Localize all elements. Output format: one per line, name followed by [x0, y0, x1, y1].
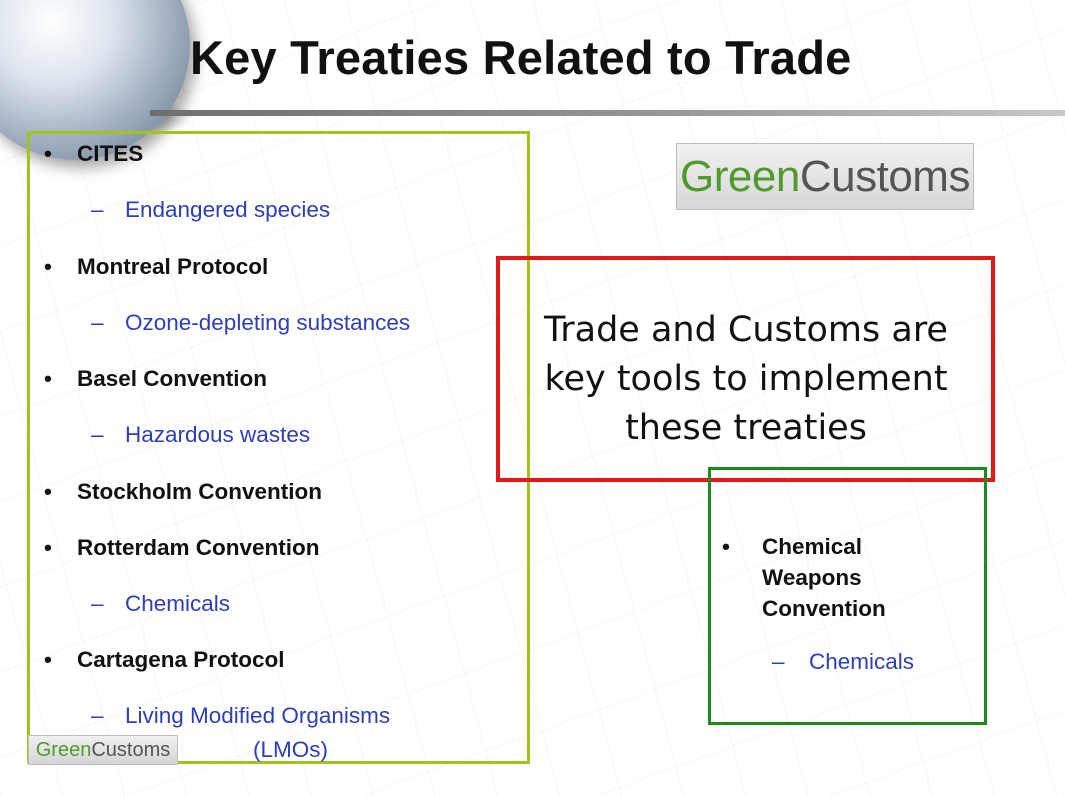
logo-green-text: Green: [680, 151, 800, 201]
treaty-basel-desc: Hazardous wastes: [91, 422, 310, 448]
logo-gray-text: Customs: [799, 151, 971, 201]
treaty-chemical-weapons-desc: Chemicals: [772, 649, 914, 675]
treaty-montreal: Montreal Protocol: [44, 254, 268, 280]
treaty-cites-desc: Endangered species: [91, 197, 330, 223]
callout-box: [496, 256, 995, 482]
treaty-rotterdam: Rotterdam Convention: [44, 535, 319, 561]
treaty-basel: Basel Convention: [44, 366, 267, 392]
treaties-box: [27, 131, 530, 764]
callout-line-3: these treaties: [625, 408, 867, 448]
logo-small-green-text: Green: [35, 738, 92, 761]
callout-text: Trade and Customs are key tools to imple…: [520, 306, 972, 453]
treaty-rotterdam-desc: Chemicals: [91, 591, 230, 617]
title-divider: [150, 110, 1065, 116]
callout-line-1: Trade and Customs are: [544, 310, 948, 350]
treaty-stockholm: Stockholm Convention: [44, 479, 322, 505]
logo-small-gray-text: Customs: [91, 738, 171, 761]
treaty-montreal-desc: Ozone-depleting substances: [91, 310, 410, 336]
treaty-cartagena-desc: Living Modified Organisms: [91, 703, 390, 729]
treaty-cartagena: Cartagena Protocol: [44, 647, 284, 673]
treaty-cites: CITES: [44, 141, 143, 167]
slide-title: Key Treaties Related to Trade: [190, 31, 852, 84]
treaty-chemical-weapons: Chemical Weapons Convention: [722, 531, 952, 624]
callout-line-2: key tools to implement: [544, 359, 948, 399]
chemical-weapons-box: [708, 467, 987, 725]
treaty-cartagena-desc-cont: (LMOs): [253, 737, 328, 762]
